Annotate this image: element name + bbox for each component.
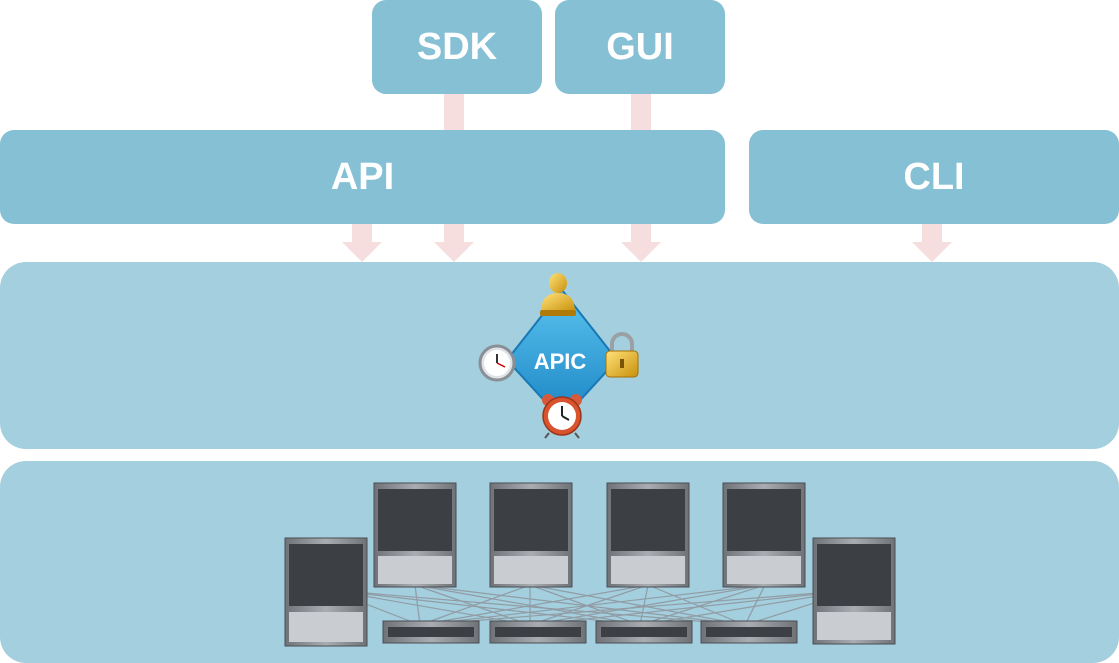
switch-chassis-icon: [812, 537, 896, 645]
sdk-label: SDK: [416, 25, 498, 68]
lock-icon: [605, 332, 639, 378]
gui-arrow: [621, 224, 661, 262]
sdk-box: SDK: [372, 0, 542, 94]
gui-connector: [631, 92, 651, 132]
switch-chassis-icon: [373, 482, 457, 588]
cli-arrow: [912, 224, 952, 262]
switch-chassis-icon: [722, 482, 806, 588]
cli-box: CLI: [749, 130, 1119, 224]
apic-label: APIC: [534, 349, 587, 374]
user-icon: [540, 273, 576, 316]
cli-label: CLI: [903, 155, 965, 198]
sdk-connector: [444, 92, 464, 132]
switch-icon: [595, 620, 693, 644]
alarm-clock-icon: [542, 394, 582, 439]
gui-box: GUI: [555, 0, 725, 94]
api-label: API: [330, 155, 395, 198]
switch-icon: [700, 620, 798, 644]
sdk-arrow: [434, 224, 474, 262]
switch-icon: [489, 620, 587, 644]
switch-chassis-icon: [284, 537, 368, 647]
gui-label: GUI: [606, 25, 674, 68]
switch-icon: [382, 620, 480, 644]
api-arrow-left: [342, 224, 382, 262]
clock-icon: [478, 344, 516, 382]
fabric-links: [329, 584, 856, 626]
switch-chassis-icon: [489, 482, 573, 588]
api-box: API: [0, 130, 725, 224]
switch-chassis-icon: [606, 482, 690, 588]
